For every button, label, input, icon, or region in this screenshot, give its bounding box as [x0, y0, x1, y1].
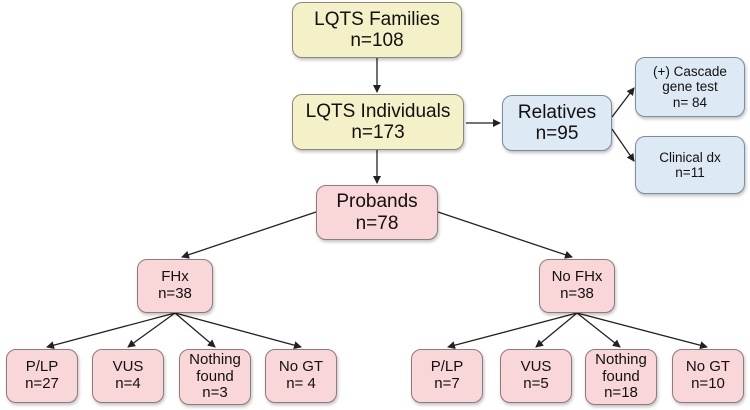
node-title: VUS — [520, 358, 552, 376]
arrow-nofhx-to-nothing — [576, 312, 621, 348]
node-title: P/LP — [25, 358, 59, 376]
node-probands: Probands n=78 — [316, 185, 438, 240]
node-nofhx-plp: P/LP n=7 — [411, 349, 483, 403]
node-relatives: Relatives n=95 — [502, 95, 612, 151]
node-line2: found — [196, 367, 234, 385]
node-title: Relatives — [517, 101, 597, 123]
node-fhx: FHx n=38 — [137, 259, 213, 313]
node-fhx-vus: VUS n=4 — [92, 349, 164, 403]
node-nofhx-vus: VUS n=5 — [500, 349, 572, 403]
arrow-probands-to-nofhx — [437, 211, 573, 259]
node-line1: Nothing — [595, 350, 647, 368]
node-count: n=7 — [434, 375, 460, 392]
node-cascade-gene-test: (+) Cascade gene test n= 84 — [635, 57, 745, 117]
node-title: VUS — [112, 358, 144, 376]
node-count: n=78 — [355, 212, 399, 234]
node-line1: (+) Cascade — [653, 64, 727, 80]
node-title: No GT — [685, 358, 731, 376]
node-title: No FHx — [551, 268, 603, 286]
node-lqts-individuals: LQTS Individuals n=173 — [292, 94, 464, 150]
node-count: n=11 — [675, 165, 705, 180]
arrow-relatives-to-clinical — [611, 128, 635, 162]
node-title: Clinical dx — [659, 149, 721, 165]
node-fhx-nothing-found: Nothing found n=3 — [179, 349, 251, 405]
arrow-fhx-to-vus — [127, 312, 176, 348]
node-count: n=27 — [25, 375, 59, 392]
node-title: P/LP — [430, 358, 464, 376]
node-nofhx-no-gt: No GT n=10 — [672, 349, 744, 403]
node-fhx-no-gt: No GT n= 4 — [265, 349, 337, 403]
node-no-fhx: No FHx n=38 — [539, 259, 615, 313]
arrow-fhx-to-nothing — [174, 312, 216, 348]
arrow-fhx-to-plp — [46, 312, 176, 350]
node-title: FHx — [161, 268, 189, 286]
node-count: n= 4 — [286, 375, 316, 392]
node-count: n=108 — [350, 30, 404, 51]
node-count: n=5 — [523, 375, 549, 392]
node-count: n=18 — [604, 384, 638, 402]
node-lqts-families: LQTS Families n=108 — [292, 2, 462, 58]
arrow-relatives-to-cascade — [611, 87, 635, 118]
arrow-fhx-to-nogt — [174, 312, 302, 350]
node-title: Probands — [336, 191, 418, 213]
node-title: LQTS Individuals — [305, 100, 451, 122]
arrow-nofhx-to-plp — [447, 312, 578, 350]
node-nofhx-nothing-found: Nothing found n=18 — [585, 349, 657, 405]
node-count: n= 84 — [672, 94, 708, 110]
arrow-probands-to-fhx — [181, 211, 317, 259]
node-count: n=38 — [560, 285, 594, 302]
node-fhx-plp: P/LP n=27 — [6, 349, 78, 403]
node-count: n=4 — [115, 375, 141, 392]
node-count: n=10 — [691, 375, 725, 392]
node-line2: gene test — [662, 79, 718, 95]
node-count: n=3 — [202, 384, 228, 402]
node-line2: found — [602, 367, 640, 385]
arrow-nofhx-to-nogt — [576, 312, 708, 350]
node-title: LQTS Families — [314, 8, 440, 30]
arrow-nofhx-to-vus — [535, 312, 578, 348]
node-count: n=173 — [351, 122, 405, 143]
node-title: No GT — [278, 358, 324, 376]
node-clinical-dx: Clinical dx n=11 — [635, 136, 745, 194]
node-count: n=95 — [535, 123, 579, 144]
node-line1: Nothing — [189, 350, 241, 368]
node-count: n=38 — [158, 285, 192, 302]
